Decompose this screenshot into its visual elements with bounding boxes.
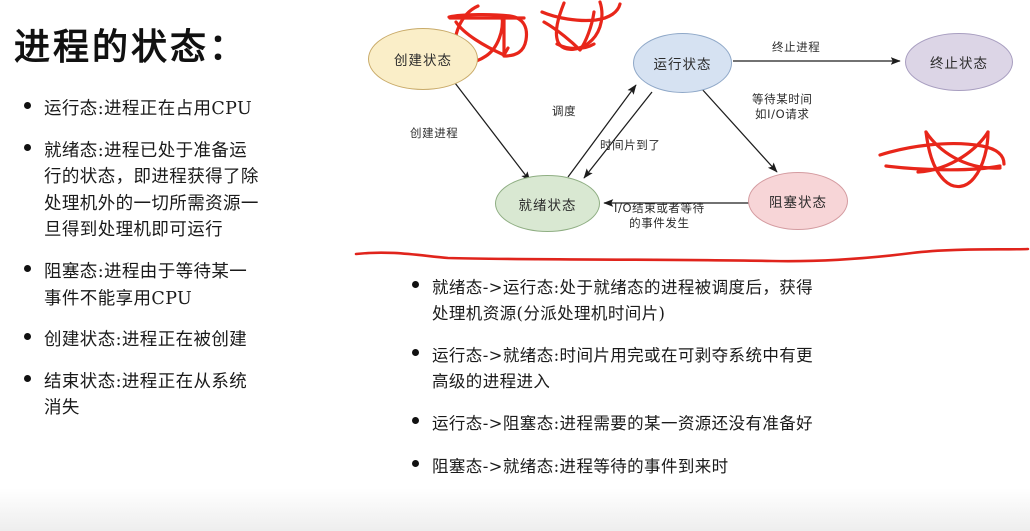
node-create-state[interactable]: 创建状态: [368, 28, 478, 90]
bullet-icon: [24, 374, 31, 382]
bullet-icon: [24, 143, 31, 151]
list-item: 阻塞态:进程由于等待某一 事件不能享用CPU: [22, 259, 352, 312]
edge-label-timeslice-expired: 时间片到了: [600, 138, 661, 152]
red-scribble-annotation-2: [540, 0, 622, 52]
list-item-label: 运行态->就绪态:时间片用完或在可剥夺系统中有更 高级的进程进入: [432, 346, 814, 391]
edge-label-io-complete: I/O结束或者等待 的事件发生: [614, 201, 705, 230]
node-label: 终止状态: [930, 56, 988, 72]
state-transition-list: 就绪态->运行态:处于就绪态的进程被调度后，获得 处理机资源(分派处理机时间片)…: [410, 275, 1010, 479]
node-blocked-state[interactable]: 阻塞状态: [748, 172, 848, 230]
list-item: 创建状态:进程正在被创建: [22, 327, 352, 354]
edge-label-wait-io-request: 等待某时间 如I/O请求: [752, 92, 813, 121]
node-label: 创建状态: [394, 53, 452, 69]
list-item: 就绪态->运行态:处于就绪态的进程被调度后，获得 处理机资源(分派处理机时间片): [410, 275, 1010, 326]
node-label: 就绪状态: [518, 197, 577, 214]
list-item-label: 就绪态:进程已处于准备运 行的状态，即进程获得了除 处理机外的一切所需资源一 旦…: [44, 140, 259, 241]
edge-label-terminate-process: 终止进程: [772, 40, 821, 54]
list-item: 就绪态:进程已处于准备运 行的状态，即进程获得了除 处理机外的一切所需资源一 旦…: [22, 138, 352, 244]
node-running-state[interactable]: 运行状态: [633, 33, 732, 93]
list-item-label: 阻塞态->就绪态:进程等待的事件到来时: [432, 456, 729, 476]
edge-ready-to-run: [567, 84, 637, 178]
bullet-icon: [412, 459, 419, 467]
process-state-diagram: 创建状态 运行状态 终止状态 就绪状态 阻塞状态 创建进程 调度 时间片到了 终…: [352, 0, 1030, 262]
list-item-label: 运行态->阻塞态:进程需要的某一资源还没有准备好: [432, 414, 814, 434]
list-item-label: 结束状态:进程正在从系统 消失: [44, 371, 248, 419]
bullet-icon: [24, 264, 31, 272]
transition-text-column: 就绪态->运行态:处于就绪态的进程被调度后，获得 处理机资源(分派处理机时间片)…: [410, 275, 1010, 496]
list-item: 运行态->就绪态:时间片用完或在可剥夺系统中有更 高级的进程进入: [410, 343, 1010, 394]
edge-label-dispatch: 调度: [552, 104, 577, 118]
list-item: 运行态->阻塞态:进程需要的某一资源还没有准备好: [410, 411, 1010, 437]
node-terminated-state[interactable]: 终止状态: [905, 33, 1013, 91]
list-item-label: 运行态:进程正在占用CPU: [44, 99, 253, 119]
list-item-label: 阻塞态:进程由于等待某一 事件不能享用CPU: [44, 261, 248, 309]
bullet-icon: [412, 349, 419, 357]
edge-run-to-blocked: [700, 87, 778, 173]
bullet-icon: [412, 281, 419, 288]
red-scribble-annotation-3: [878, 130, 1006, 189]
list-item: 结束状态:进程正在从系统 消失: [22, 369, 352, 422]
edge-label-create-process: 创建进程: [410, 126, 459, 140]
bullet-icon: [412, 417, 419, 425]
state-definition-list: 运行态:进程正在占用CPU 就绪态:进程已处于准备运 行的状态，即进程获得了除 …: [22, 96, 352, 437]
node-ready-state[interactable]: 就绪状态: [495, 175, 600, 232]
bullet-icon: [24, 102, 31, 109]
edge-run-to-ready: [583, 91, 653, 179]
bullet-icon: [24, 333, 31, 341]
diagram-edges-layer: [447, 0, 1006, 207]
edge-create-to-ready: [454, 82, 531, 182]
list-item: 阻塞态->就绪态:进程等待的事件到来时: [410, 454, 1010, 480]
list-item-label: 创建状态:进程正在被创建: [44, 330, 248, 351]
red-divider-annotation: [354, 247, 1030, 263]
node-label: 阻塞状态: [769, 195, 827, 211]
left-text-column: 进程的状态： 运行态:进程正在占用CPU 就绪态:进程已处于准备运 行的状态，即…: [0, 0, 352, 531]
node-label: 运行状态: [653, 57, 712, 73]
list-item-label: 就绪态->运行态:处于就绪态的进程被调度后，获得 处理机资源(分派处理机时间片): [432, 278, 814, 323]
page-title: 进程的状态：: [14, 26, 249, 68]
list-item: 运行态:进程正在占用CPU: [22, 96, 352, 123]
